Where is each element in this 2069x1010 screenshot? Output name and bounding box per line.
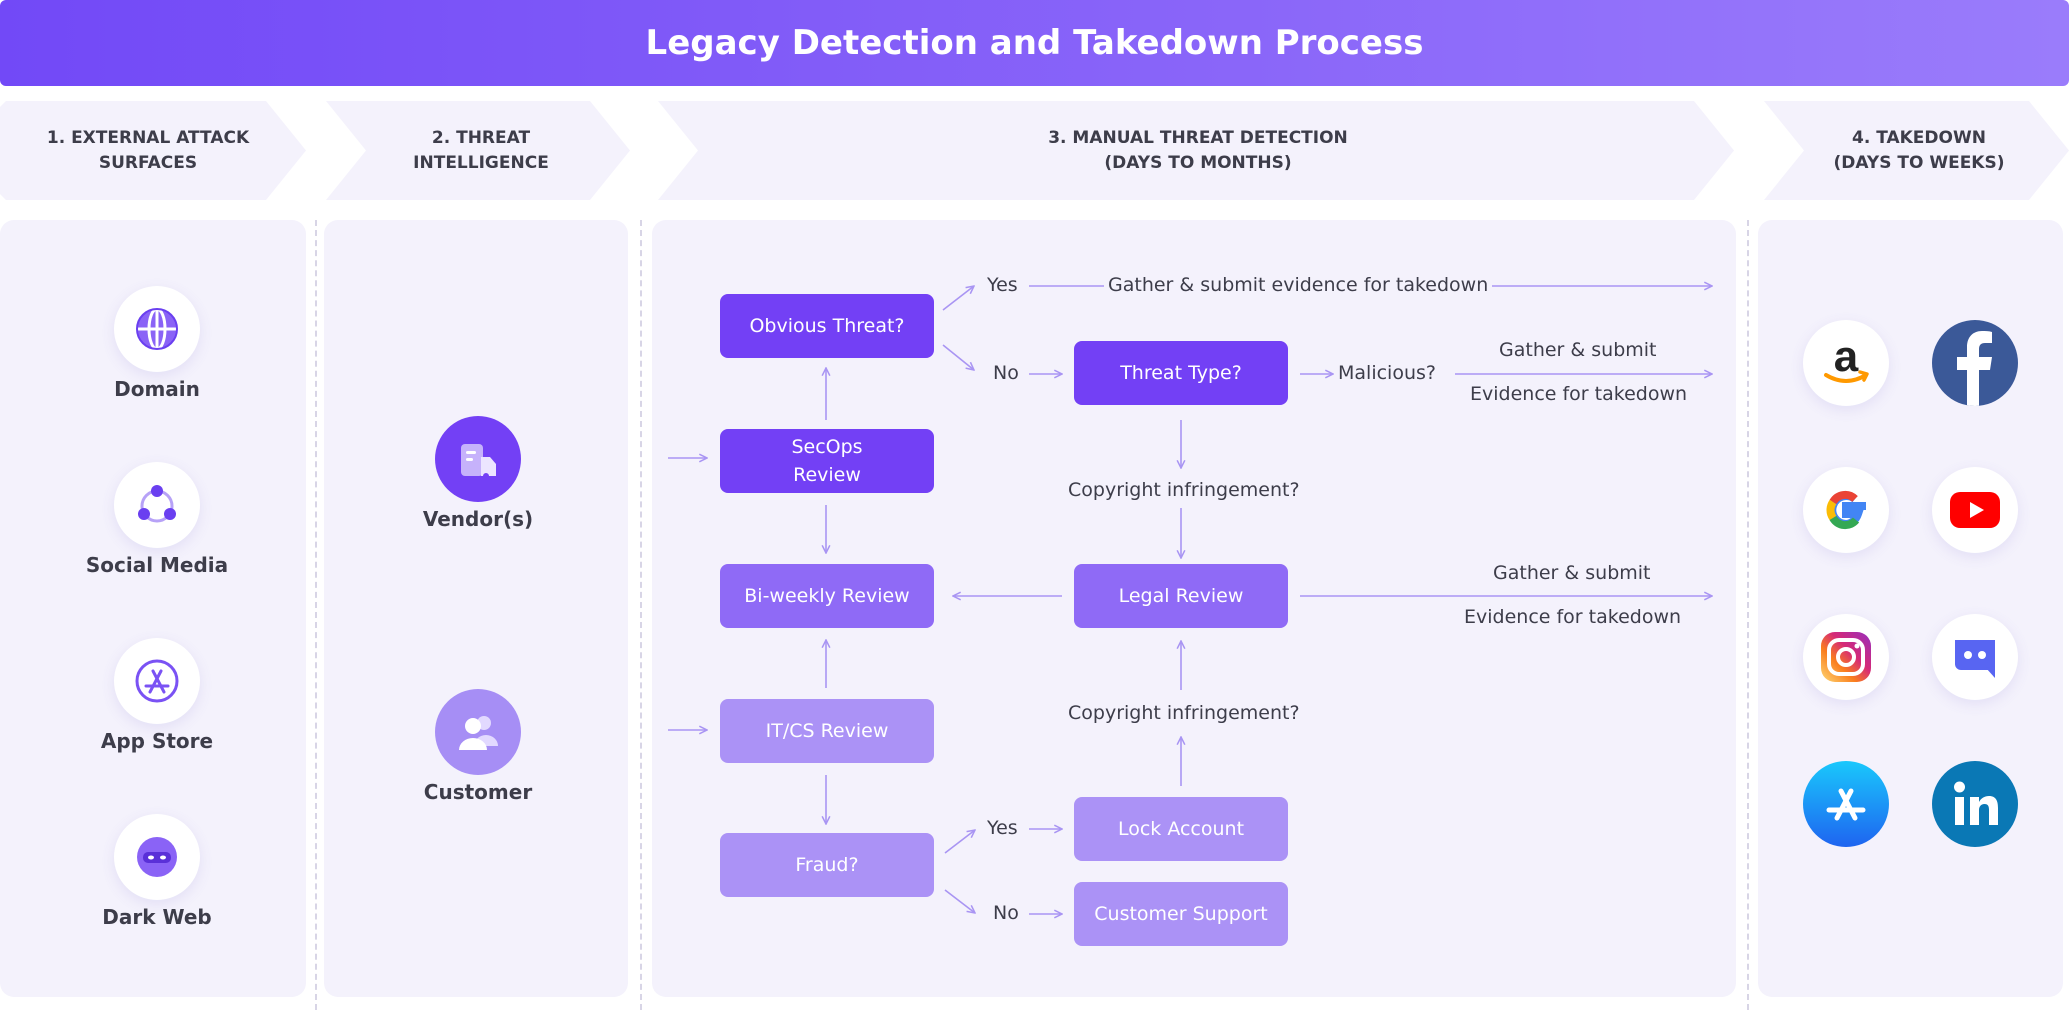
malicious-label: Malicious? [1338,362,1436,384]
yes-label: Yes [987,817,1018,839]
evidence-takedown-label: Evidence for takedown [1470,383,1688,405]
stage-label-3: 3. MANUAL THREAT DETECTION (DAYS TO MONT… [1048,127,1348,173]
evidence-takedown-label: Evidence for takedown [1464,606,1682,628]
app-store-icon [1803,761,1889,847]
lock-account-box: Lock Account [1074,797,1288,861]
instagram-icon [1803,614,1889,700]
chevron-shape [326,101,630,200]
yes-label: Yes [987,274,1018,296]
masked-face-icon [114,814,200,900]
linkedin-icon [1932,761,2018,847]
chevron-shape [1764,101,2069,200]
copyright-infringement-label: Copyright infringement? [1068,702,1300,724]
surface-label-domain: Domain [114,377,200,401]
share-network-icon [114,462,200,548]
title-banner [0,0,2069,86]
stage-label-2: 2. THREAT INTELLIGENCE [413,127,549,173]
facebook-icon [1932,320,2018,406]
surface-label-app-store: App Store [100,729,214,753]
copyright-infringement-label: Copyright infringement? [1068,479,1300,501]
intel-label-vendors: Vendor(s) [422,507,534,531]
secops-review-box: SecOps Review [720,429,934,493]
stage-header-4: 4. TAKEDOWN (DAYS TO WEEKS) [1764,101,2069,200]
no-label: No [993,902,1019,924]
globe-icon [114,286,200,372]
no-label: No [993,362,1019,384]
users-icon [435,689,521,775]
column-divider [640,220,642,1010]
gather-evidence-label: Gather & submit evidence for takedown [1104,273,1493,297]
discord-icon [1932,614,2018,700]
page-title: Legacy Detection and Takedown Process [645,23,1424,63]
gather-submit-label: Gather & submit [1493,562,1651,584]
stage-label-4: 4. TAKEDOWN (DAYS TO WEEKS) [1833,127,2005,173]
intel-label-customer: Customer [423,780,533,804]
threat-type-box: Threat Type? [1074,341,1288,405]
stage-label-1: 1. EXTERNAL ATTACK SURFACES [46,127,250,173]
stage-header-3: 3. MANUAL THREAT DETECTION (DAYS TO MONT… [658,101,1734,200]
legal-review-box: Legal Review [1074,564,1288,628]
svg-text:a: a [1834,333,1859,381]
intelligence-panel [324,220,628,997]
surface-label-dark-web: Dark Web [102,905,212,929]
surface-label-social-media: Social Media [85,553,229,577]
app-store-icon [114,638,200,724]
youtube-icon [1932,467,2018,553]
vendor-truck-icon [435,416,521,502]
amazon-icon: a [1803,320,1889,406]
column-divider [1747,220,1749,1010]
customer-support-box: Customer Support [1074,882,1288,946]
chevron-shape [658,101,1734,200]
stage-header-1: 1. EXTERNAL ATTACK SURFACES [0,101,306,200]
stage-header-2: 2. THREAT INTELLIGENCE [326,101,630,200]
fraud-box: Fraud? [720,833,934,897]
gather-submit-label: Gather & submit [1499,339,1657,361]
chevron-shape [0,101,306,200]
biweekly-review-box: Bi-weekly Review [720,564,934,628]
google-icon [1803,467,1889,553]
column-divider [315,220,317,1010]
obvious-threat-box: Obvious Threat? [720,294,934,358]
itcs-review-box: IT/CS Review [720,699,934,763]
